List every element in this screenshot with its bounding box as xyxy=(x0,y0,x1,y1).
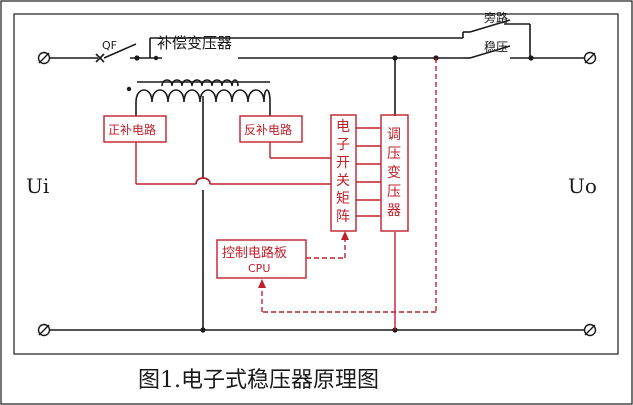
negative-comp-box xyxy=(239,115,303,143)
svg-text:变: 变 xyxy=(387,165,401,181)
svg-text:阵: 阵 xyxy=(336,209,350,225)
control-signal-lines xyxy=(258,58,437,313)
svg-text:子: 子 xyxy=(336,137,350,153)
regulating-transformer-label: 调 压 变 压 器 xyxy=(387,127,401,219)
figure-caption: 图1.电子式稳压器原理图 xyxy=(138,368,379,393)
positive-comp-label: 正补电路 xyxy=(108,122,156,137)
top-live-line xyxy=(50,19,584,63)
compensation-transformer-label: 补偿变压器 xyxy=(157,34,232,52)
svg-text:关: 关 xyxy=(336,173,350,189)
positive-comp-box xyxy=(103,115,167,143)
input-voltage-label: Ui xyxy=(26,174,49,198)
stabilize-label: 稳压 xyxy=(484,39,508,54)
svg-text:压: 压 xyxy=(387,184,401,200)
qf-label: QF xyxy=(102,39,117,52)
output-top-terminal xyxy=(583,51,597,65)
control-board-box xyxy=(216,239,307,279)
input-top-terminal xyxy=(37,51,51,65)
bypass-label: 旁路 xyxy=(484,10,508,25)
primary-coil xyxy=(137,79,270,87)
switch-matrix-label: 电 子 开 关 矩 阵 xyxy=(336,119,350,225)
svg-text:电: 电 xyxy=(336,119,350,135)
matrix-to-regulator-taps xyxy=(356,127,381,217)
control-board-label: 控制电路板 xyxy=(222,245,287,261)
svg-text:调: 调 xyxy=(387,127,401,143)
svg-text:开: 开 xyxy=(336,155,350,171)
svg-text:压: 压 xyxy=(387,146,401,162)
output-voltage-label: Uo xyxy=(568,174,597,198)
switch-matrix-box xyxy=(330,114,357,232)
svg-text:器: 器 xyxy=(387,203,401,219)
negative-comp-label: 反补电路 xyxy=(244,122,292,137)
svg-text:矩: 矩 xyxy=(336,191,350,207)
output-bottom-terminal xyxy=(583,323,597,337)
inner-border xyxy=(13,13,619,355)
center-tap-line xyxy=(195,96,211,333)
input-bottom-terminal xyxy=(37,323,51,337)
regulating-transformer-box xyxy=(380,114,409,232)
cpu-label: CPU xyxy=(248,262,270,275)
comp-to-matrix-wires xyxy=(135,142,331,185)
secondary-coil xyxy=(126,55,271,116)
